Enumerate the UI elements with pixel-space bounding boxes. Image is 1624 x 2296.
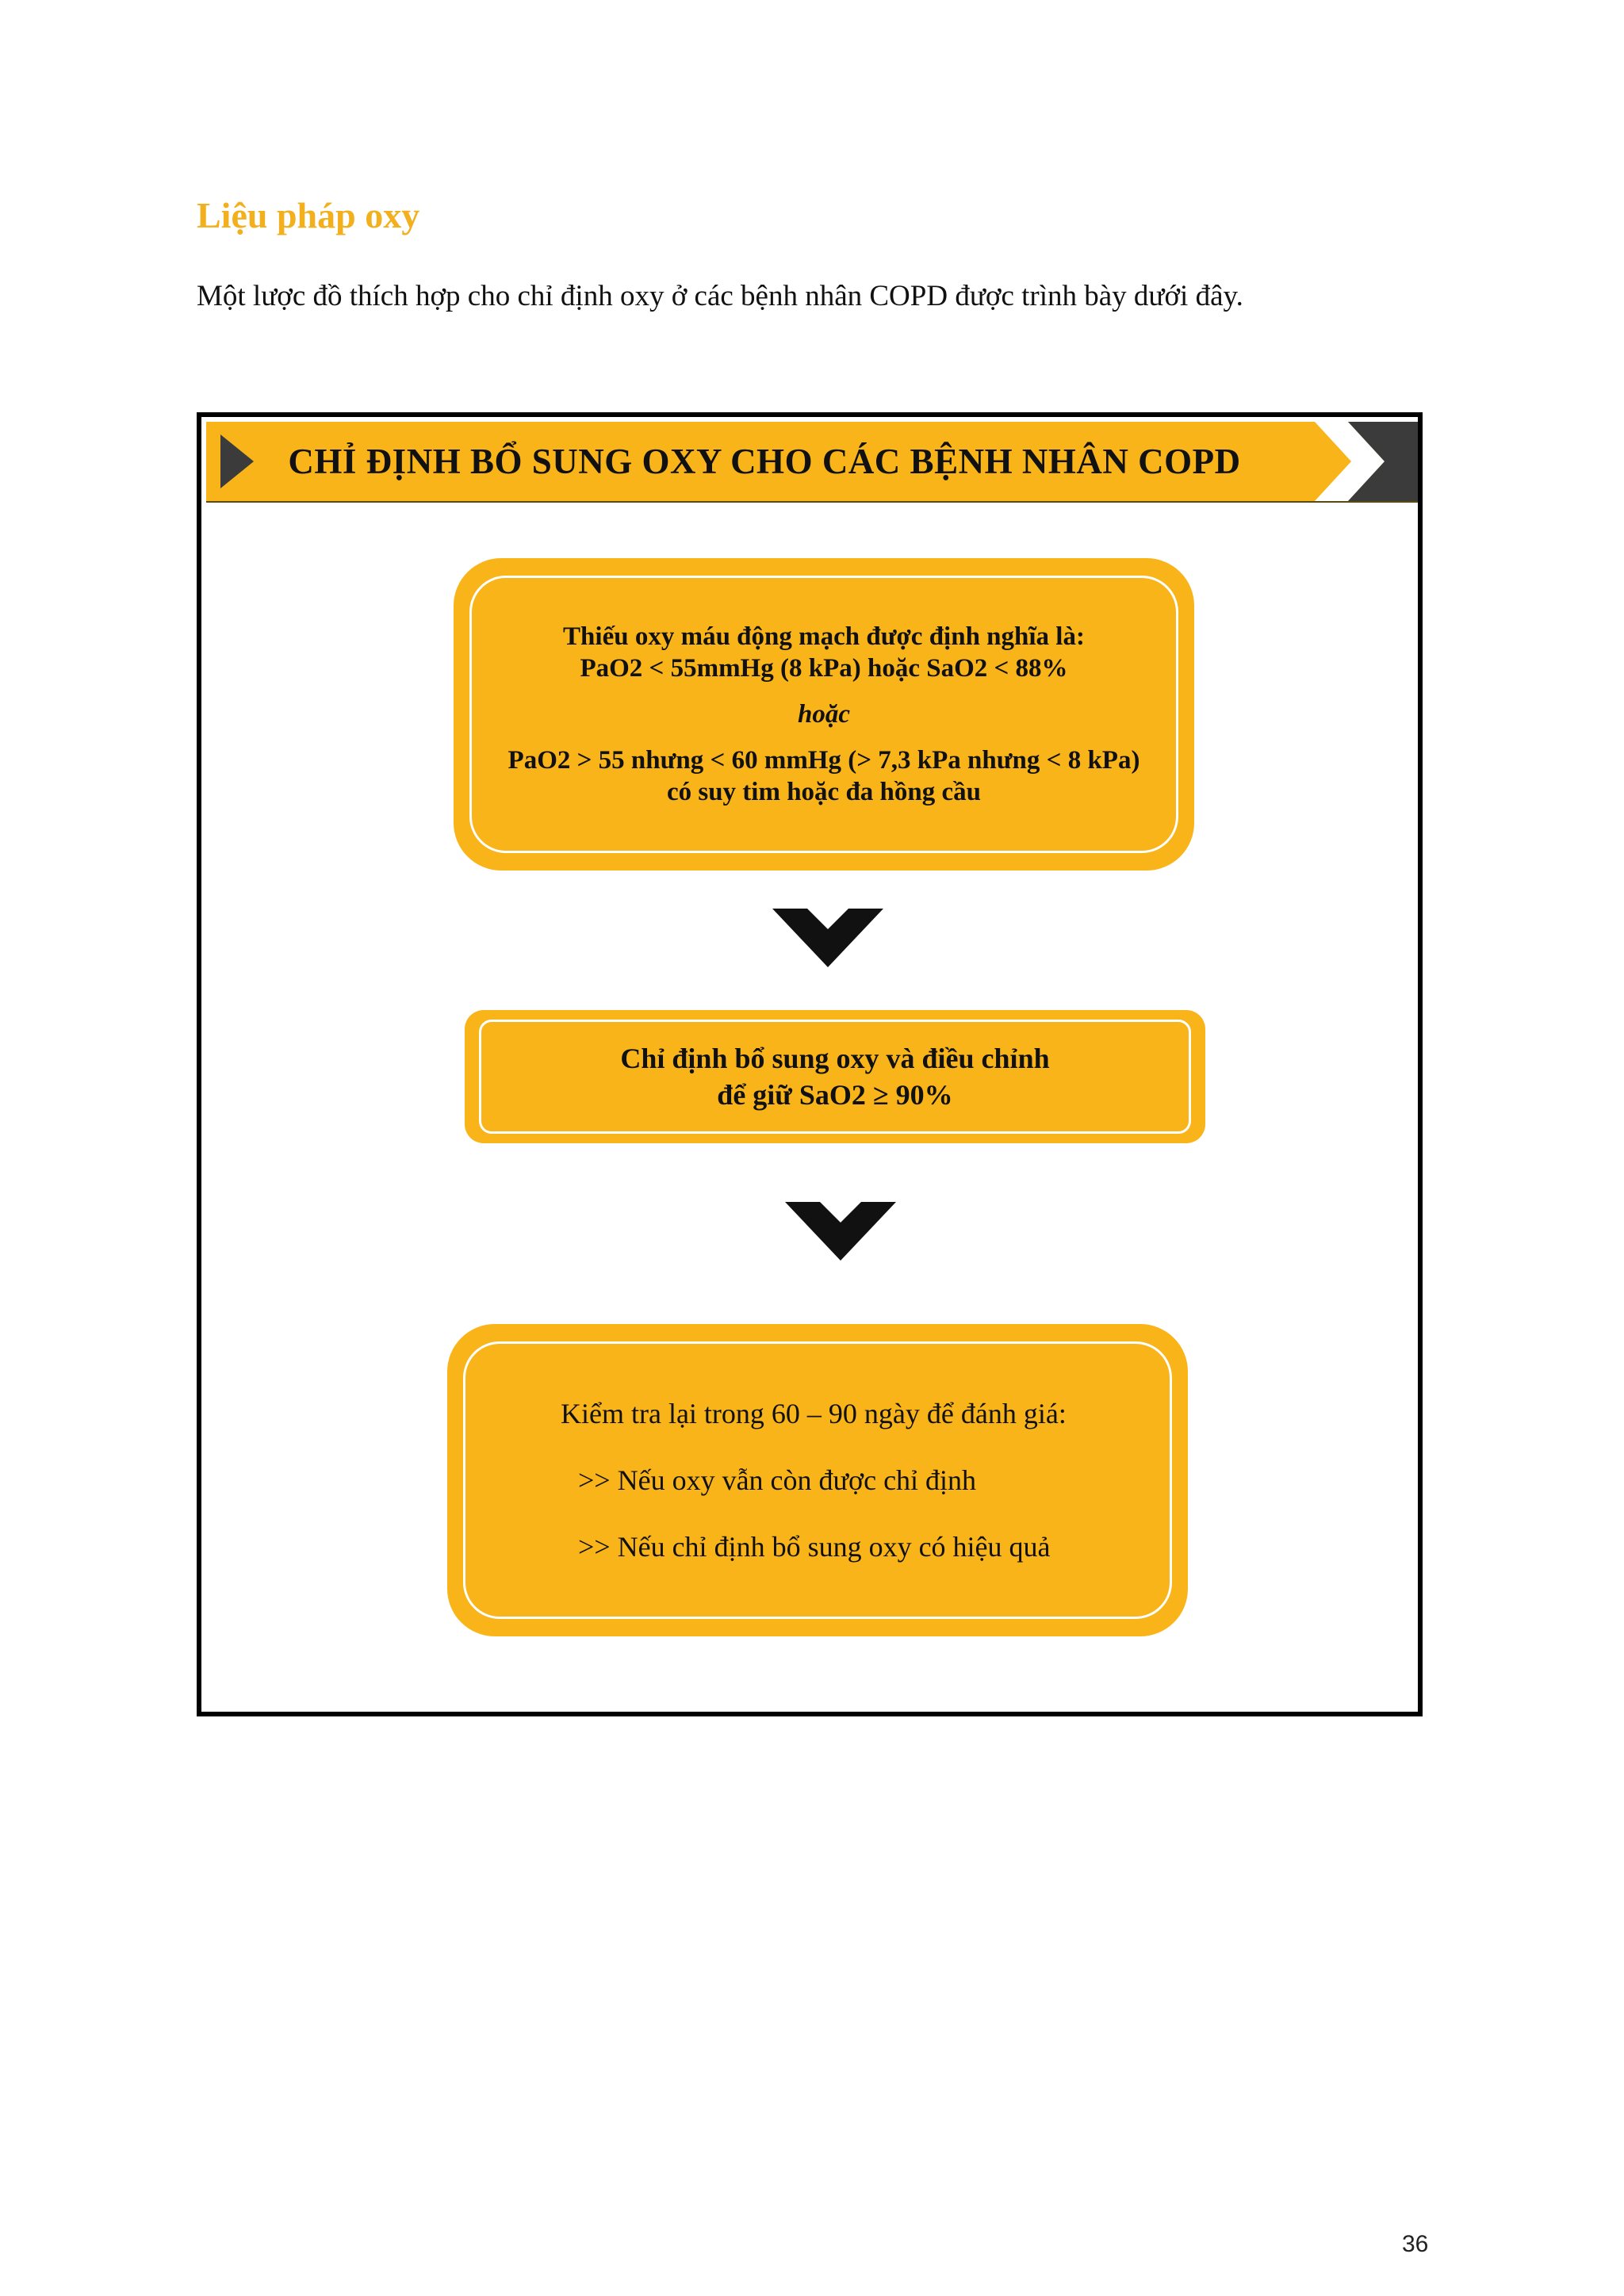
review-item-2: >> Nếu chỉ định bổ sung oxy có hiệu quả bbox=[578, 1531, 1051, 1563]
banner-double-chevron-icon bbox=[1315, 422, 1418, 501]
criteria-box: Thiếu oxy máu động mạch được định nghĩa … bbox=[454, 558, 1194, 871]
criteria-line-1: Thiếu oxy máu động mạch được định nghĩa … bbox=[563, 622, 1085, 651]
review-box: Kiểm tra lại trong 60 – 90 ngày để đánh … bbox=[447, 1324, 1188, 1636]
review-line-1: Kiểm tra lại trong 60 – 90 ngày để đánh … bbox=[561, 1398, 1067, 1429]
prescription-box-inner: Chỉ định bổ sung oxy và điều chỉnh để gi… bbox=[479, 1020, 1191, 1134]
prescription-line-2: để giữ SaO2 ≥ 90% bbox=[717, 1079, 953, 1111]
criteria-line-2: PaO2 < 55mmHg (8 kPa) hoặc SaO2 < 88% bbox=[580, 654, 1068, 683]
chevron-down-icon bbox=[772, 909, 883, 967]
section-title: Liệu pháp oxy bbox=[197, 195, 420, 235]
oxygen-flowchart: CHỈ ĐỊNH BỔ SUNG OXY CHO CÁC BỆNH NHÂN C… bbox=[197, 412, 1423, 1716]
intro-paragraph: Một lược đồ thích hợp cho chỉ định oxy ở… bbox=[197, 280, 1243, 312]
criteria-or: hoặc bbox=[798, 700, 850, 729]
criteria-line-3: PaO2 > 55 nhưng < 60 mmHg (> 7,3 kPa như… bbox=[508, 746, 1140, 775]
page-number: 36 bbox=[1402, 2231, 1429, 2257]
prescription-box: Chỉ định bổ sung oxy và điều chỉnh để gi… bbox=[465, 1010, 1205, 1143]
chevron-down-icon bbox=[785, 1202, 896, 1261]
flowchart-title: CHỈ ĐỊNH BỔ SUNG OXY CHO CÁC BỆNH NHÂN C… bbox=[288, 442, 1241, 481]
review-box-inner: Kiểm tra lại trong 60 – 90 ngày để đánh … bbox=[463, 1341, 1172, 1619]
flowchart-banner: CHỈ ĐỊNH BỔ SUNG OXY CHO CÁC BỆNH NHÂN C… bbox=[206, 422, 1418, 503]
criteria-line-4: có suy tim hoặc đa hồng cầu bbox=[666, 778, 982, 806]
criteria-box-inner: Thiếu oxy máu động mạch được định nghĩa … bbox=[469, 576, 1178, 853]
prescription-line-1: Chỉ định bổ sung oxy và điều chỉnh bbox=[620, 1043, 1050, 1074]
banner-arrow-icon bbox=[220, 434, 254, 488]
review-item-1: >> Nếu oxy vẫn còn được chỉ định bbox=[578, 1464, 977, 1496]
